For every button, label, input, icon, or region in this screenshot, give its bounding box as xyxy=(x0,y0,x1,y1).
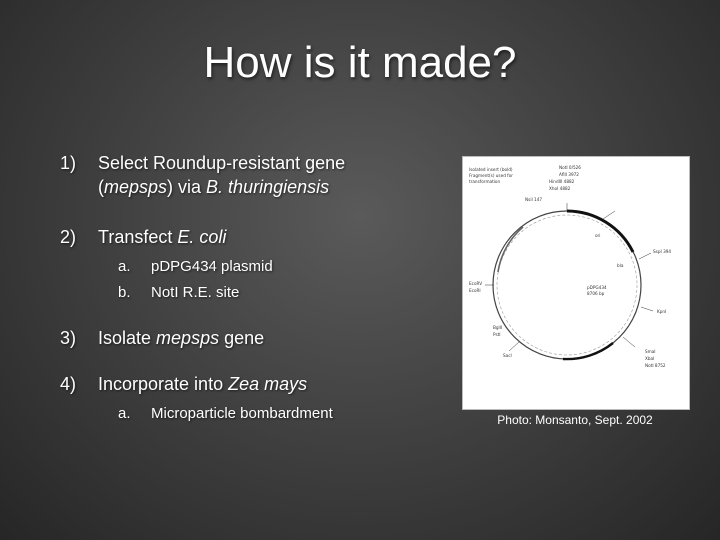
list-number: 4) xyxy=(60,374,77,394)
plasmid-map-diagram: Isolated insert (bold) Fragment(s) used … xyxy=(469,165,671,368)
plasmid-label: pDPG434 xyxy=(587,285,607,290)
plasmid-label: Fragment(s) used for xyxy=(469,173,513,178)
plasmid-label: AflII 3972 xyxy=(559,172,579,177)
list-text: Isolate mepsps gene xyxy=(98,328,265,348)
sub-text: NotI R.E. site xyxy=(151,284,240,301)
plasmid-label: NotI 0/526 xyxy=(559,165,581,170)
sub-number: b. xyxy=(118,284,131,301)
plasmid-label: EcoRV xyxy=(469,281,482,286)
list-text: Transfect E. coli xyxy=(98,227,227,247)
plasmid-label: HindIII 4882 xyxy=(549,179,575,184)
plasmid-label: BglII xyxy=(493,325,502,330)
plasmid-label: XbaI xyxy=(645,356,654,361)
plasmid-label: KpnI xyxy=(657,309,666,314)
list-text-line2: (mepsps) via B. thuringiensis xyxy=(98,177,330,197)
slide-title: How is it made? xyxy=(203,38,517,87)
plasmid-map-image: Isolated insert (bold) Fragment(s) used … xyxy=(462,156,690,410)
gene-name: mepsps xyxy=(104,177,168,197)
plasmid-label: ori xyxy=(595,233,600,238)
sub-number: a. xyxy=(118,405,131,422)
gene-name: mepsps xyxy=(156,328,220,348)
plasmid-label: SacI xyxy=(503,353,512,358)
sub-text: pDPG434 plasmid xyxy=(151,258,273,275)
list-text: Incorporate into Zea mays xyxy=(98,374,308,394)
sub-number: a. xyxy=(118,258,131,275)
plasmid-label: bla xyxy=(617,263,624,268)
plasmid-label: EcoRI xyxy=(469,288,481,293)
photo-caption: Photo: Monsanto, Sept. 2002 xyxy=(497,413,653,427)
species-name: B. thuringiensis xyxy=(206,177,330,197)
plasmid-label: NotI 8752 xyxy=(645,363,666,368)
plasmid-label: SspI 394 xyxy=(653,249,671,254)
plasmid-label: transformation xyxy=(469,179,500,184)
species-name: E. coli xyxy=(177,227,227,247)
list-number: 3) xyxy=(60,328,77,348)
sub-text: Microparticle bombardment xyxy=(151,405,333,422)
plasmid-label: NsiI 147 xyxy=(525,197,542,202)
list-text: Select Roundup-resistant gene xyxy=(98,153,346,173)
plasmid-label: Isolated insert (bold) xyxy=(469,167,513,172)
plasmid-label: PstI xyxy=(493,332,501,337)
plasmid-label: SmaI xyxy=(645,349,656,354)
plasmid-label: 8706 bp xyxy=(587,291,605,296)
list-number: 1) xyxy=(60,153,77,173)
plasmid-label: XhoI 4882 xyxy=(549,186,571,191)
list-number: 2) xyxy=(60,227,77,247)
species-name: Zea mays xyxy=(228,374,308,394)
